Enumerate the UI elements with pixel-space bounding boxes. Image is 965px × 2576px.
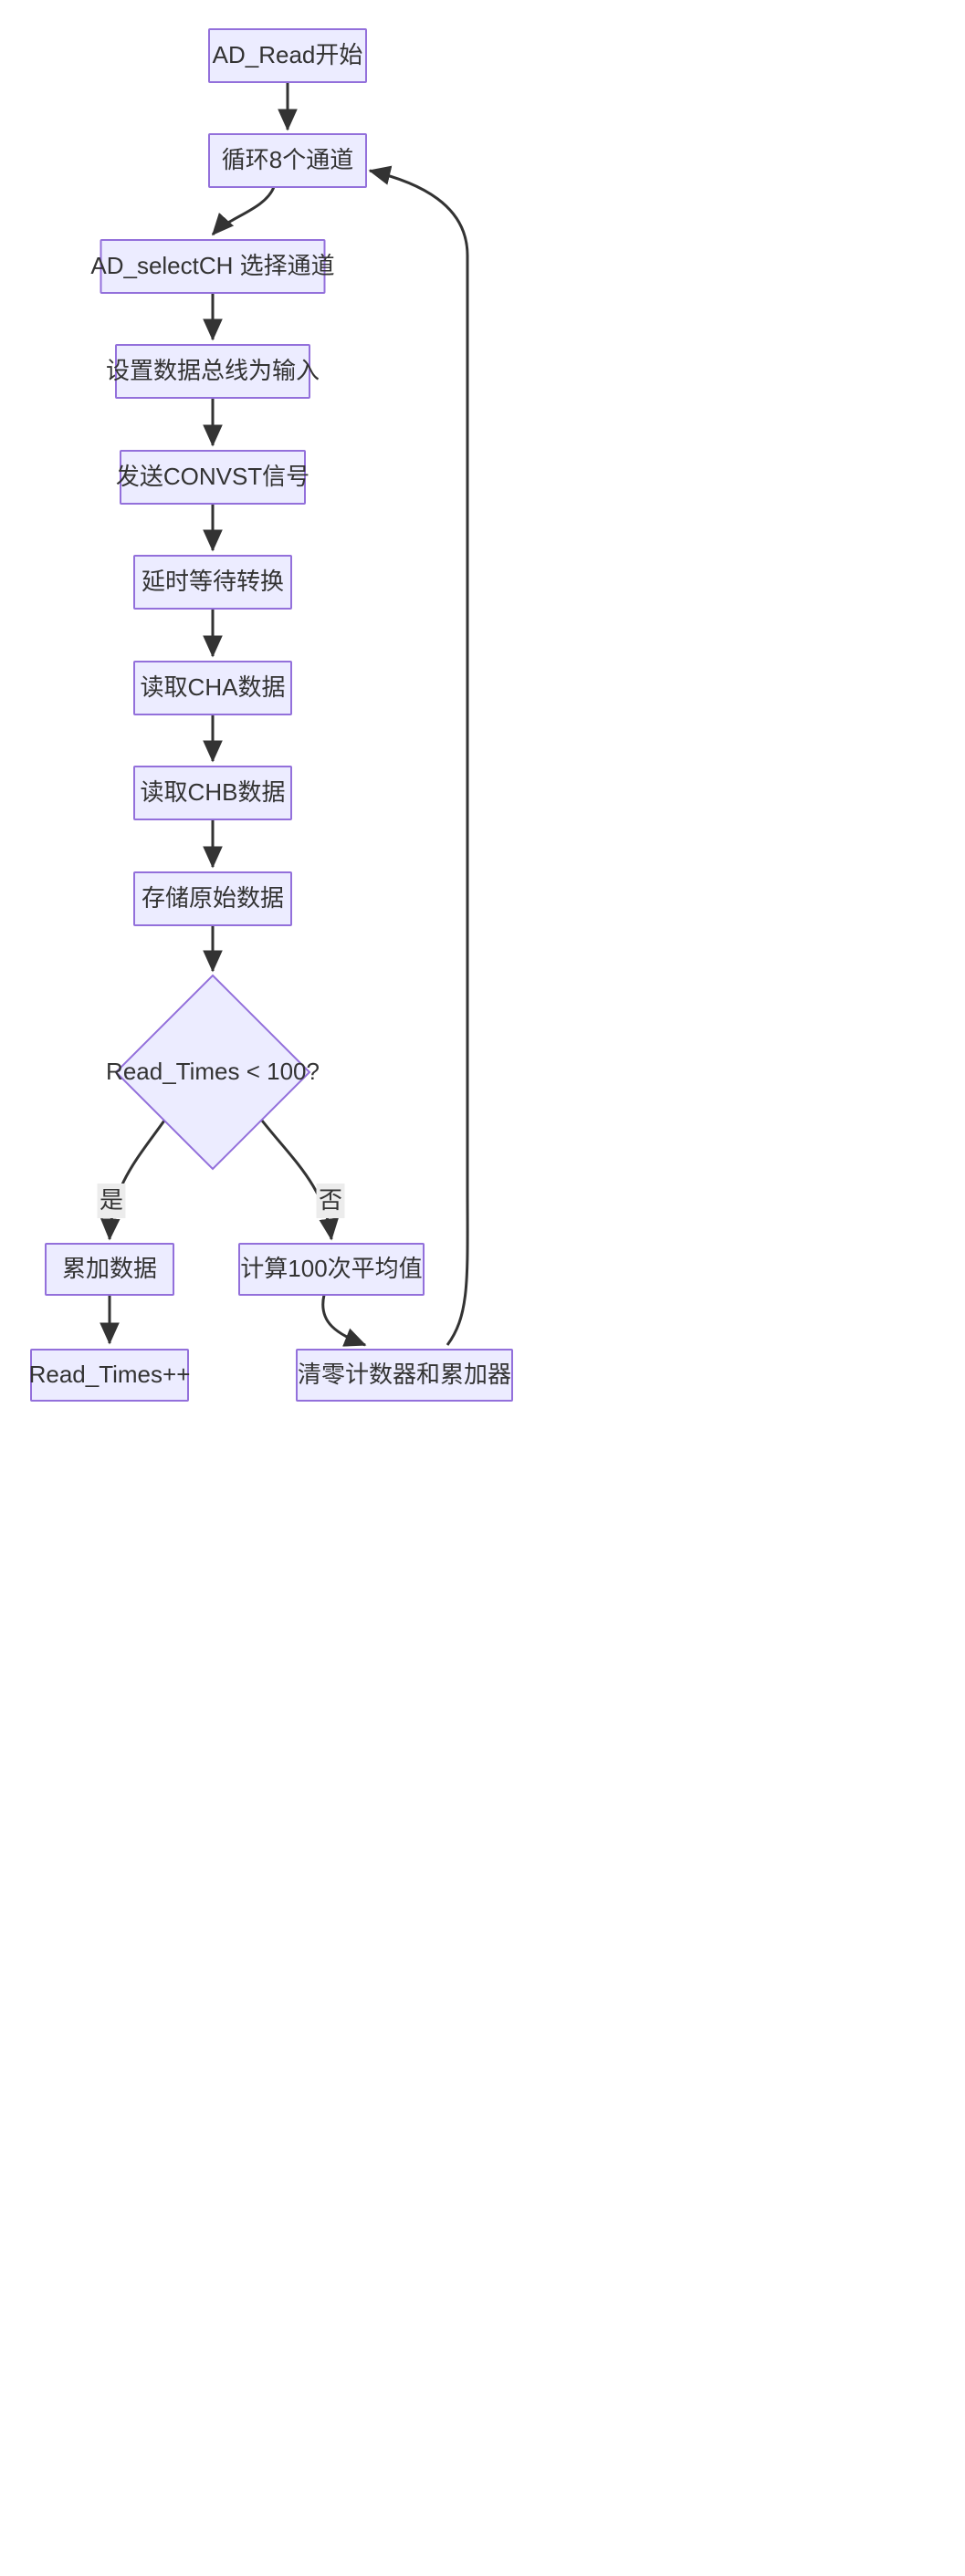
node-label-busin: 设置数据总线为输入: [106, 357, 320, 384]
node-shape-rect: [100, 239, 326, 294]
flow-node-selectch[interactable]: AD_selectCH 选择通道: [90, 239, 335, 294]
flow-edge-decision-to-accum: [100, 1120, 166, 1241]
flow-node-accum[interactable]: 累加数据: [45, 1243, 174, 1296]
flow-edge-decision-to-average: [260, 1120, 340, 1241]
node-shape-rect: [133, 661, 292, 715]
node-label-readcha: 读取CHA数据: [141, 673, 286, 701]
node-label-readchb: 读取CHB数据: [141, 778, 286, 806]
flow-node-average[interactable]: 计算100次平均值: [238, 1243, 425, 1296]
node-shape-rect: [296, 1349, 513, 1402]
node-label-clear: 清零计数器和累加器: [298, 1361, 511, 1388]
node-label-convst: 发送CONVST信号: [116, 463, 309, 490]
edge-label-decision-to-accum: 是: [100, 1186, 123, 1214]
node-shape-rect: [120, 450, 306, 505]
flow-node-inctimes[interactable]: Read_Times++: [29, 1349, 191, 1402]
flow-edge-average-to-clear: [321, 1294, 367, 1347]
node-shape-rect: [208, 133, 367, 188]
flow-edge-clear-to-loop8: [368, 165, 469, 1346]
node-shape-diamond: [114, 974, 311, 1171]
node-label-decision: Read_Times < 100?: [106, 1058, 320, 1085]
edge-label-background: [97, 1184, 126, 1218]
flow-node-busin[interactable]: 设置数据总线为输入: [106, 344, 320, 399]
node-shape-rect: [133, 555, 292, 610]
node-shape-rect: [133, 871, 292, 926]
node-label-start: AD_Read开始: [213, 41, 363, 68]
node-label-accum: 累加数据: [62, 1255, 157, 1282]
node-shape-rect: [115, 344, 310, 399]
node-label-loop8: 循环8个通道: [222, 146, 353, 173]
flow-node-delay[interactable]: 延时等待转换: [133, 555, 292, 610]
flow-node-readcha[interactable]: 读取CHA数据: [133, 661, 292, 715]
node-label-average: 计算100次平均值: [240, 1255, 422, 1282]
node-label-selectch: AD_selectCH 选择通道: [90, 252, 334, 279]
node-label-delay: 延时等待转换: [142, 568, 284, 595]
node-shape-rect: [238, 1243, 425, 1296]
node-shape-rect: [30, 1349, 189, 1402]
edge-labels-layer: 是否: [97, 1184, 345, 1218]
node-shape-rect: [45, 1243, 174, 1296]
node-label-inctimes: Read_Times++: [29, 1361, 191, 1388]
flow-edge-loop8-to-selectch: [211, 186, 276, 236]
flow-node-clear[interactable]: 清零计数器和累加器: [296, 1349, 513, 1402]
flow-node-readchb[interactable]: 读取CHB数据: [133, 766, 292, 820]
edge-label-decision-to-average: 否: [319, 1186, 342, 1214]
node-shape-rect: [133, 766, 292, 820]
node-label-storeraw: 存储原始数据: [142, 884, 284, 912]
flow-node-decision[interactable]: Read_Times < 100?: [106, 974, 320, 1171]
flow-node-loop8[interactable]: 循环8个通道: [208, 133, 367, 188]
flow-node-start[interactable]: AD_Read开始: [208, 28, 367, 83]
flow-node-convst[interactable]: 发送CONVST信号: [116, 450, 309, 505]
edges-layer: [100, 82, 469, 1347]
node-shape-rect: [208, 28, 367, 83]
edge-label-background: [316, 1184, 345, 1218]
flow-node-storeraw[interactable]: 存储原始数据: [133, 871, 292, 926]
